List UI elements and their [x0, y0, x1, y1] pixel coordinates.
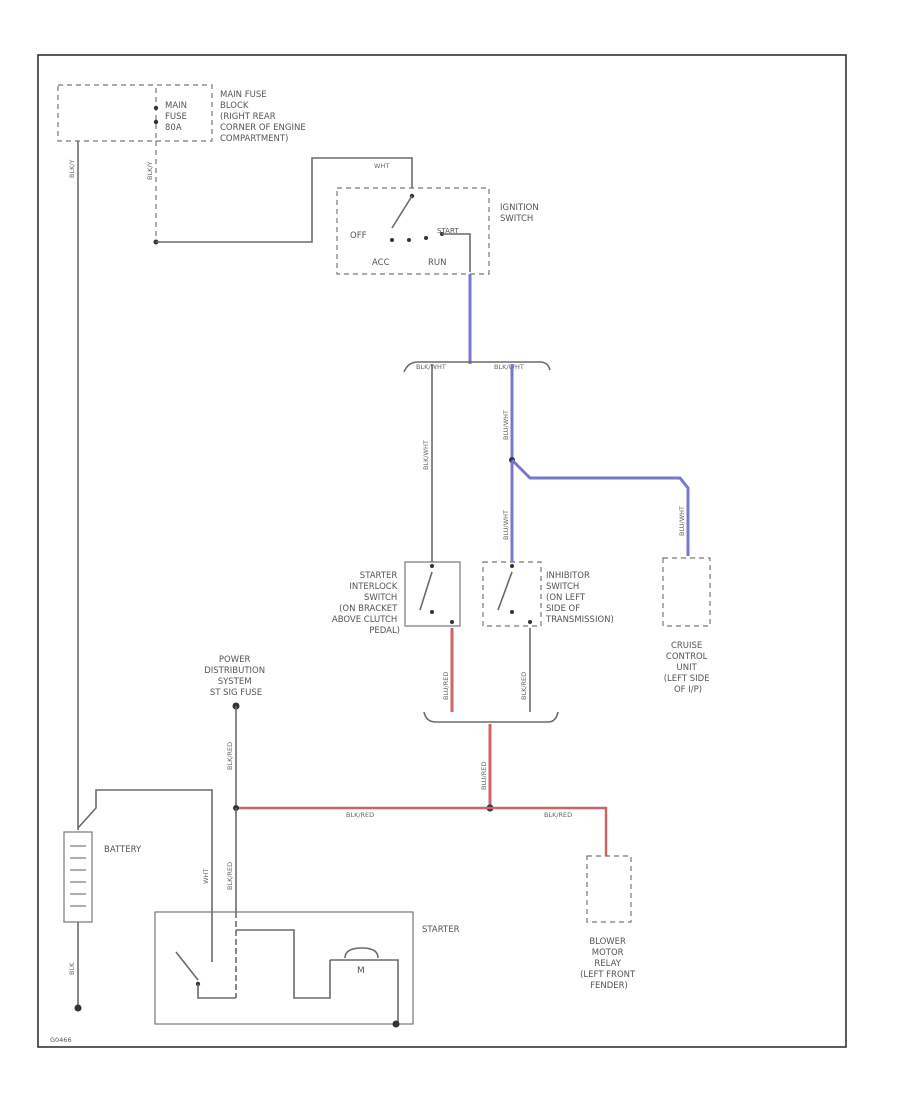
ignition-switch-blade — [391, 195, 413, 229]
starter-outline — [154, 911, 414, 1025]
wire-label-main-down: BLK/Y — [146, 161, 154, 180]
wire-label-to-inhibitor: BLU/WHT — [502, 510, 510, 540]
wire-label-interlock-out: BLU/RED — [442, 672, 450, 700]
wire-label-batt-ground: BLK — [68, 962, 76, 975]
split-connector — [403, 361, 551, 373]
cruise-control-unit: CRUISE CONTROL UNIT (LEFT SIDE OF I/P) — [662, 557, 713, 695]
wire-label-inhibitor-out: BLK/RED — [520, 672, 528, 700]
diagram-frame — [37, 54, 847, 1048]
main-fuse-inner-label: MAIN FUSE 80A — [165, 101, 190, 133]
interlock-switch-blade — [419, 571, 433, 611]
starter-solenoid-link — [197, 984, 236, 999]
wire-label-pd-down: BLK/RED — [226, 742, 234, 770]
ignition-switch: OFF START ACC RUN IGNITION SWITCH — [336, 187, 541, 275]
wire-label-to-powerdist: BLK/RED — [346, 811, 374, 819]
figure-code: G0466 — [50, 1036, 72, 1044]
cruise-control-title: CRUISE CONTROL UNIT (LEFT SIDE OF I/P) — [664, 641, 713, 695]
blower-motor-relay: BLOWER MOTOR RELAY (LEFT FRONT FENDER) — [580, 855, 638, 991]
battery-ground-point — [74, 1004, 82, 1012]
wire-label-merge-down: BLU/RED — [480, 762, 488, 790]
wire-label-to-interlock: BLK/WHT — [422, 440, 430, 470]
wire-label-starter-feed: BLK/RED — [226, 862, 234, 890]
inhibitor-switch-outline — [482, 561, 542, 627]
ignition-run-contact — [424, 236, 428, 240]
starter-motor-ground — [330, 959, 399, 1024]
ignition-off-label: OFF — [350, 231, 367, 241]
starter-label: STARTER — [422, 925, 460, 935]
ignition-off-contact — [390, 238, 394, 242]
wire-to-cruise-control — [510, 458, 690, 556]
main-fuse-block: MAIN FUSE 80A MAIN FUSE BLOCK (RIGHT REA… — [57, 84, 308, 144]
wire-label-split-right: BLK/WHT — [494, 363, 524, 371]
cruise-control-outline — [662, 557, 711, 627]
starter-ground-point — [392, 1020, 400, 1028]
ignition-switch-outline — [336, 187, 490, 275]
starter-interlock-title: STARTER INTERLOCK SWITCH (ON BRACKET ABO… — [332, 571, 400, 636]
power-distribution-system: POWER DISTRIBUTION SYSTEM ST SIG FUSE — [204, 655, 268, 710]
starter-interlock-switch: STARTER INTERLOCK SWITCH (ON BRACKET ABO… — [332, 561, 461, 636]
starter-motor-label: M — [357, 966, 365, 976]
power-distribution-title: POWER DISTRIBUTION SYSTEM ST SIG FUSE — [204, 655, 268, 698]
inhibitor-switch-blade — [497, 571, 513, 611]
fuse-terminal-b — [153, 119, 159, 125]
ignition-run-label: RUN — [428, 258, 447, 268]
inhibitor-switch-title: INHIBITOR SWITCH (ON LEFT SIDE OF TRANSM… — [545, 571, 614, 625]
starter-solenoid-blade — [175, 951, 199, 981]
blower-relay-outline — [586, 855, 632, 923]
interlock-bottom-terminal — [450, 620, 454, 624]
ignition-start-label: START — [437, 227, 459, 235]
blower-relay-title: BLOWER MOTOR RELAY (LEFT FRONT FENDER) — [580, 937, 638, 991]
wire-label-to-blower: BLK/RED — [544, 811, 572, 819]
wire-label-ign-feed: WHT — [374, 162, 389, 170]
inhibitor-top-terminal — [510, 564, 514, 568]
fuse-terminal-a — [153, 105, 159, 111]
interlock-top-terminal — [430, 564, 434, 568]
wire-label-split-left: BLK/WHT — [416, 363, 446, 371]
wire-label-main-left: BLK/Y — [68, 159, 76, 178]
main-fuse-title: MAIN FUSE BLOCK (RIGHT REAR CORNER OF EN… — [220, 90, 308, 144]
ignition-start-output — [442, 233, 471, 272]
interlock-contact — [430, 610, 434, 614]
starter-field-winding — [236, 929, 331, 999]
ignition-acc-label: ACC — [372, 258, 390, 268]
wire-label-batt-feed: WHT — [202, 869, 210, 884]
starter: STARTER M — [154, 911, 460, 1025]
starter-interlock-outline — [404, 561, 461, 627]
inhibitor-switch: INHIBITOR SWITCH (ON LEFT SIDE OF TRANSM… — [482, 561, 614, 627]
inhibitor-bottom-terminal — [528, 620, 532, 624]
merge-connector — [423, 711, 559, 723]
ignition-acc-contact — [407, 238, 411, 242]
inhibitor-contact — [510, 610, 514, 614]
starter-motor-brush — [344, 947, 379, 959]
wire-label-splice-right: BLU/WHT — [502, 410, 510, 440]
wire-battery-to-starter — [77, 789, 213, 912]
wire-fuse-to-ignition — [156, 157, 413, 243]
wire-to-blower-relay — [490, 806, 608, 856]
battery-label: BATTERY — [104, 845, 142, 855]
main-fuse-block-outline — [57, 84, 213, 142]
battery: BATTERY — [63, 831, 142, 923]
wire-label-to-cruise: BLU/WHT — [678, 506, 686, 536]
ignition-switch-title: IGNITION SWITCH — [500, 203, 541, 224]
